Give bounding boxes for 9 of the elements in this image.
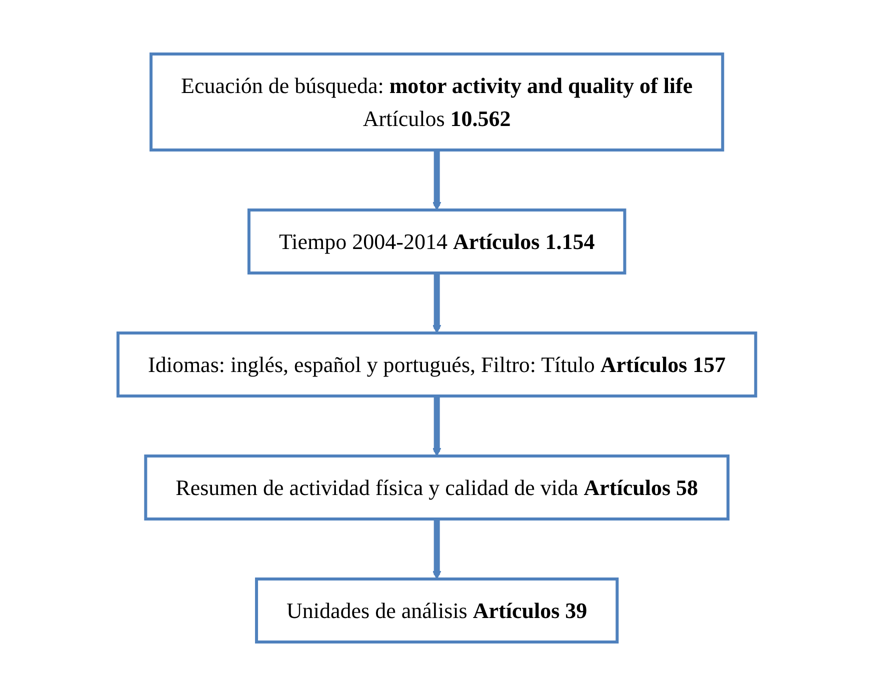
arrow <box>432 396 442 456</box>
arrow <box>432 519 442 580</box>
node-box: Tiempo 2004-2014 Artículos 1.154 <box>248 208 626 274</box>
arrow <box>432 150 442 210</box>
node-box: Resumen de actividad física y calidad de vida Artículos 58 <box>144 454 730 520</box>
node-box: Ecuación de búsqueda: motor activity and quality of life Artículos 10.562 <box>150 52 724 152</box>
node-box: Idiomas: inglés, español y portugués, Filtro: Título Artículos 157 <box>116 332 758 398</box>
arrow <box>432 273 442 334</box>
node-box: Unidades de análisis Artículos 39 <box>255 578 619 644</box>
